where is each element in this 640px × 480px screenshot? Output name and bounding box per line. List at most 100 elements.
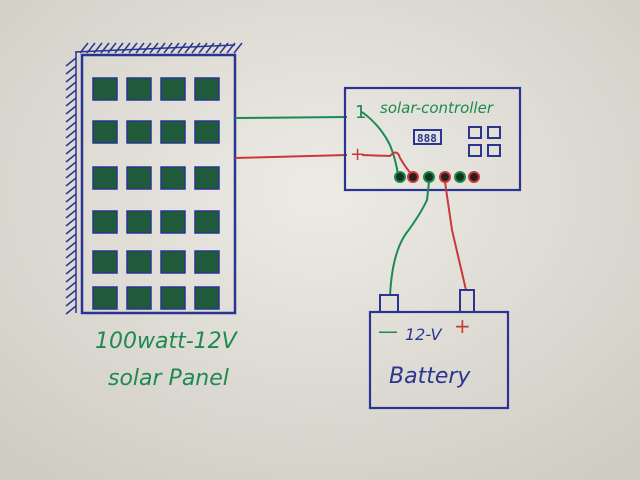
terminal-battery-positive <box>439 171 451 183</box>
hatch-mark <box>65 225 77 235</box>
battery-body <box>368 310 510 410</box>
controller-button <box>468 144 482 157</box>
battery-negative-mark: — <box>378 319 398 343</box>
hatch-mark <box>65 193 77 203</box>
hatch-mark <box>121 42 131 54</box>
solar-cell <box>92 250 118 274</box>
hatch-mark <box>100 42 110 54</box>
hatch-mark <box>65 145 77 155</box>
hatch-mark <box>65 249 77 259</box>
terminal-panel-negative <box>394 171 406 183</box>
hatch-mark <box>65 97 77 107</box>
hatch-mark <box>65 89 77 99</box>
mounting-hatch <box>65 42 243 315</box>
hatch-mark <box>65 161 77 171</box>
controller-button <box>487 144 501 157</box>
solar-cell <box>160 286 186 310</box>
controller-positive-mark: + <box>350 144 365 165</box>
hatch-mark <box>65 233 77 243</box>
terminal-battery-negative <box>423 171 435 183</box>
controller-terminals <box>394 171 480 183</box>
hatch-mark <box>135 42 145 54</box>
hatch-mark <box>65 137 77 147</box>
hatch-mark <box>205 42 215 54</box>
panel-frame <box>80 53 237 315</box>
hatch-mark <box>219 42 229 54</box>
solar-cell <box>194 120 220 144</box>
panel-label-line2: solar Panel <box>108 366 229 391</box>
terminal-load-positive <box>468 171 480 183</box>
hatch-mark <box>212 42 222 54</box>
hatch-mark <box>93 42 103 54</box>
solar-cell <box>160 77 186 101</box>
controller-buttons <box>468 126 501 157</box>
controller-display-value: 888 <box>417 132 437 145</box>
hatch-mark <box>65 105 77 115</box>
hatch-mark <box>65 57 77 67</box>
hatch-mark <box>65 209 77 219</box>
battery-positive-mark: + <box>454 314 471 338</box>
controller-box <box>343 86 522 192</box>
controller-negative-mark: 1 <box>355 102 366 123</box>
controller-title: solar-controller <box>380 99 494 117</box>
hatch-mark <box>114 42 124 54</box>
terminal-load-negative <box>454 171 466 183</box>
battery-label: Battery <box>389 364 471 389</box>
solar-cell <box>126 77 152 101</box>
hatch-mark <box>65 241 77 251</box>
solar-cell <box>92 210 118 234</box>
solar-cell <box>126 286 152 310</box>
hatch-mark <box>65 185 77 195</box>
hatch-mark <box>65 305 77 315</box>
hatch-mark <box>65 257 77 267</box>
solar-cell <box>160 250 186 274</box>
solar-cell <box>194 286 220 310</box>
controller-button <box>468 126 482 139</box>
hatch-mark <box>107 42 117 54</box>
solar-cell <box>194 210 220 234</box>
hatch-mark <box>149 42 159 54</box>
hatch-mark <box>177 42 187 54</box>
hatch-mark <box>65 177 77 187</box>
negative-wire-panel <box>234 116 348 119</box>
hatch-mark <box>65 201 77 211</box>
solar-panel <box>65 42 243 315</box>
terminal-panel-positive <box>407 171 419 183</box>
panel-cells <box>92 77 220 310</box>
hatch-mark <box>65 129 77 139</box>
battery: — 12-V + Battery <box>368 289 510 410</box>
solar-cell <box>92 286 118 310</box>
hatch-mark <box>191 42 201 54</box>
hatch-mark <box>65 169 77 179</box>
hatch-mark <box>163 42 173 54</box>
hatch-mark <box>65 273 77 283</box>
negative-wire-battery <box>389 181 430 297</box>
hatch-mark <box>65 289 77 299</box>
solar-cell <box>126 210 152 234</box>
solar-cell <box>92 166 118 190</box>
hatch-mark <box>184 42 194 54</box>
positive-wire-battery <box>444 181 467 291</box>
internal-positive-wire <box>361 151 413 176</box>
solar-cell <box>194 166 220 190</box>
solar-cell <box>92 120 118 144</box>
hatch-mark <box>65 153 77 163</box>
solar-cell <box>160 166 186 190</box>
hatch-mark <box>79 42 89 54</box>
solar-cell <box>126 166 152 190</box>
solar-cell <box>126 120 152 144</box>
solar-cell <box>160 120 186 144</box>
hatch-mark <box>128 42 138 54</box>
battery-voltage: 12-V <box>405 325 442 344</box>
hatch-mark <box>156 42 166 54</box>
solar-cell <box>194 250 220 274</box>
internal-negative-wire <box>361 111 399 176</box>
hatch-mark <box>74 44 236 53</box>
solar-cell <box>160 210 186 234</box>
hatch-mark <box>65 81 77 91</box>
controller-display <box>413 129 442 145</box>
hatch-mark <box>198 42 208 54</box>
solar-controller: solar-controller 1 + 888 <box>343 86 522 192</box>
